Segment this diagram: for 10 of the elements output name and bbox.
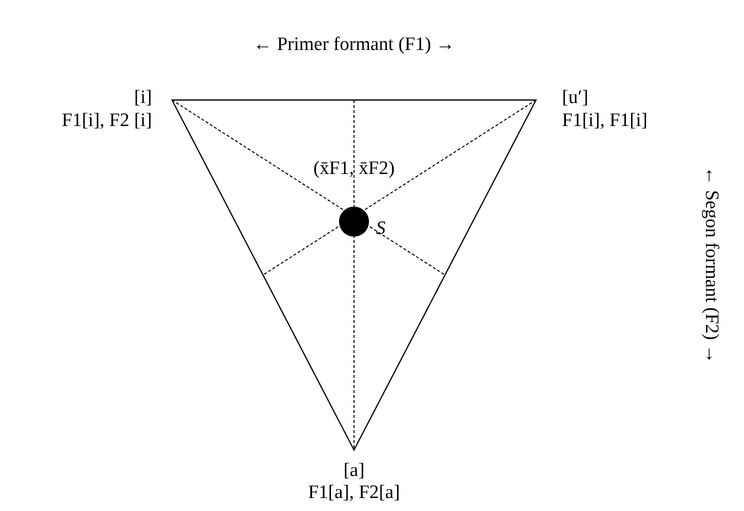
vowel-label: [i]	[134, 87, 152, 109]
vowel-label: [a]	[343, 460, 365, 482]
mean-label: (x̄F1, x̄F2)	[313, 158, 395, 180]
formant-label: F1[a], F2[a]	[308, 482, 400, 504]
axis-label: ← Primer formant (F1) →	[253, 34, 455, 56]
vowel-label: [u′]	[562, 87, 588, 109]
formant-label: F1[i], F2 [i]	[62, 110, 152, 132]
point-label: S	[376, 218, 386, 240]
axis-label: ← Segon formant (F2) →	[700, 166, 722, 364]
formant-label: F1[i], F1[i]	[562, 110, 648, 132]
